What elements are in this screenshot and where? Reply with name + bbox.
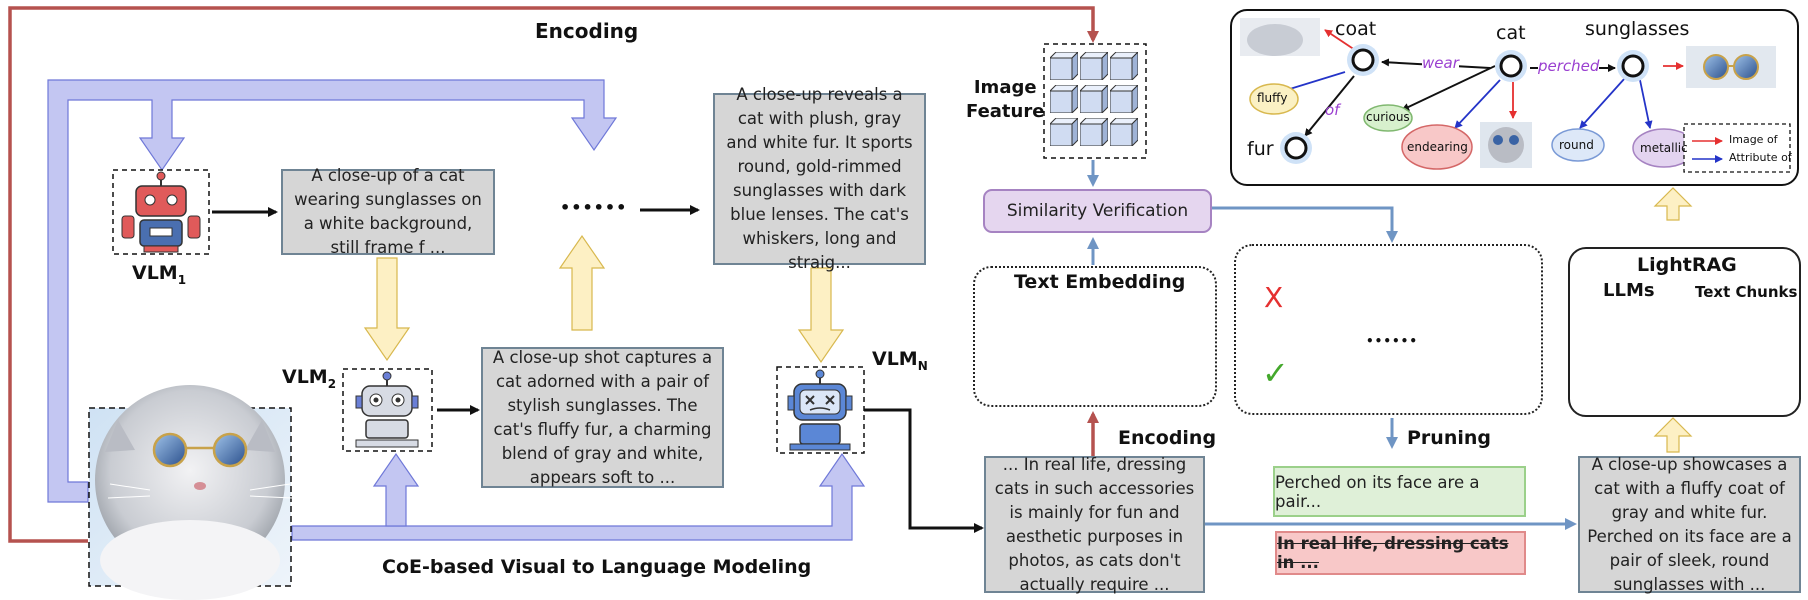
cross-mark: X [1264,281,1284,314]
image-feature-line1: Image [973,77,1037,98]
encoding-label-mid: Encoding [1118,427,1217,449]
check-mark: ✓ [1262,354,1289,392]
lightrag-panel [1568,247,1801,417]
image-feature-cube [1050,52,1078,80]
image-feature-cube [1080,85,1108,113]
node-cat: cat [1496,22,1526,44]
text-chunks-label: Text Chunks [1695,283,1798,301]
image-feature-cube [1050,118,1078,146]
robot-gray-icon [342,368,433,452]
caption-vlmn: A close-up reveals a cat with plush, gra… [713,85,926,272]
vlm1-label: VLM1 [132,262,187,287]
node-coat: coat [1335,18,1377,40]
caption-vlm1: A close-up of a cat wearing sunglasses o… [281,166,495,257]
similarity-verification: Similarity Verification [983,189,1212,233]
encoding-path-red [8,6,1099,543]
black-arrows [212,205,1700,533]
edge-perched: perched [1538,57,1600,75]
kept-sentence: Perched on its face are a pair... [1273,466,1526,517]
edge-of: of [1325,101,1340,119]
cat-photo [88,385,293,600]
text-embedding-panel [973,266,1217,407]
legend-image-of: Image of [1729,133,1778,146]
distribution-paths [47,79,866,541]
edge-wear: wear [1422,54,1459,72]
encoding-label-top: Encoding [535,19,639,43]
prune-ellipsis: •••••• [1366,334,1419,348]
attr-curious: curious [1366,110,1410,124]
image-feature-cube [1110,85,1138,113]
image-feature-line2: Feature [966,101,1045,122]
caption-combined: ... In real life, dressing cats in such … [984,455,1205,594]
ellipsis-between-vlms: •••••• [560,198,628,217]
image-feature-cube [1080,118,1108,146]
pruning-panel [1234,244,1543,415]
vlm2-label: VLM2 [282,366,337,391]
image-feature-cube [1110,52,1138,80]
caption-vlm2: A close-up shot captures a cat adorned w… [481,347,724,488]
legend-attribute-of: Attribute of [1729,151,1792,164]
robot-red-icon [112,169,210,255]
node-sunglasses: sunglasses [1585,18,1690,40]
coe-caption: CoE-based Visual to Language Modeling [382,556,812,578]
attr-fluffy: fluffy [1257,91,1288,105]
llms-label: LLMs [1603,280,1655,301]
image-feature-cube [1080,52,1108,80]
knowledge-graph-panel [1230,9,1799,186]
image-feature-label: Image Feature [966,76,1044,124]
lightrag-label: LightRAG [1637,254,1737,276]
caption-final: A close-up showcases a cat with a fluffy… [1578,455,1801,594]
attr-metallic: metallic [1640,141,1688,155]
attr-endearing: endearing [1407,140,1468,154]
attr-round: round [1559,138,1594,152]
node-fur: fur [1247,138,1274,160]
text-embedding-label: Text Embedding [1014,271,1186,293]
image-feature-cube [1050,85,1078,113]
pruned-sentence: In real life, dressing cats in ... [1275,531,1526,575]
blue-arrows [1087,160,1577,530]
robot-blue-icon [776,366,865,454]
image-feature-cube [1110,118,1138,146]
pruning-label: Pruning [1407,427,1491,449]
vlmn-label: VLMN [872,348,928,373]
yellow-arrows [363,187,1693,453]
